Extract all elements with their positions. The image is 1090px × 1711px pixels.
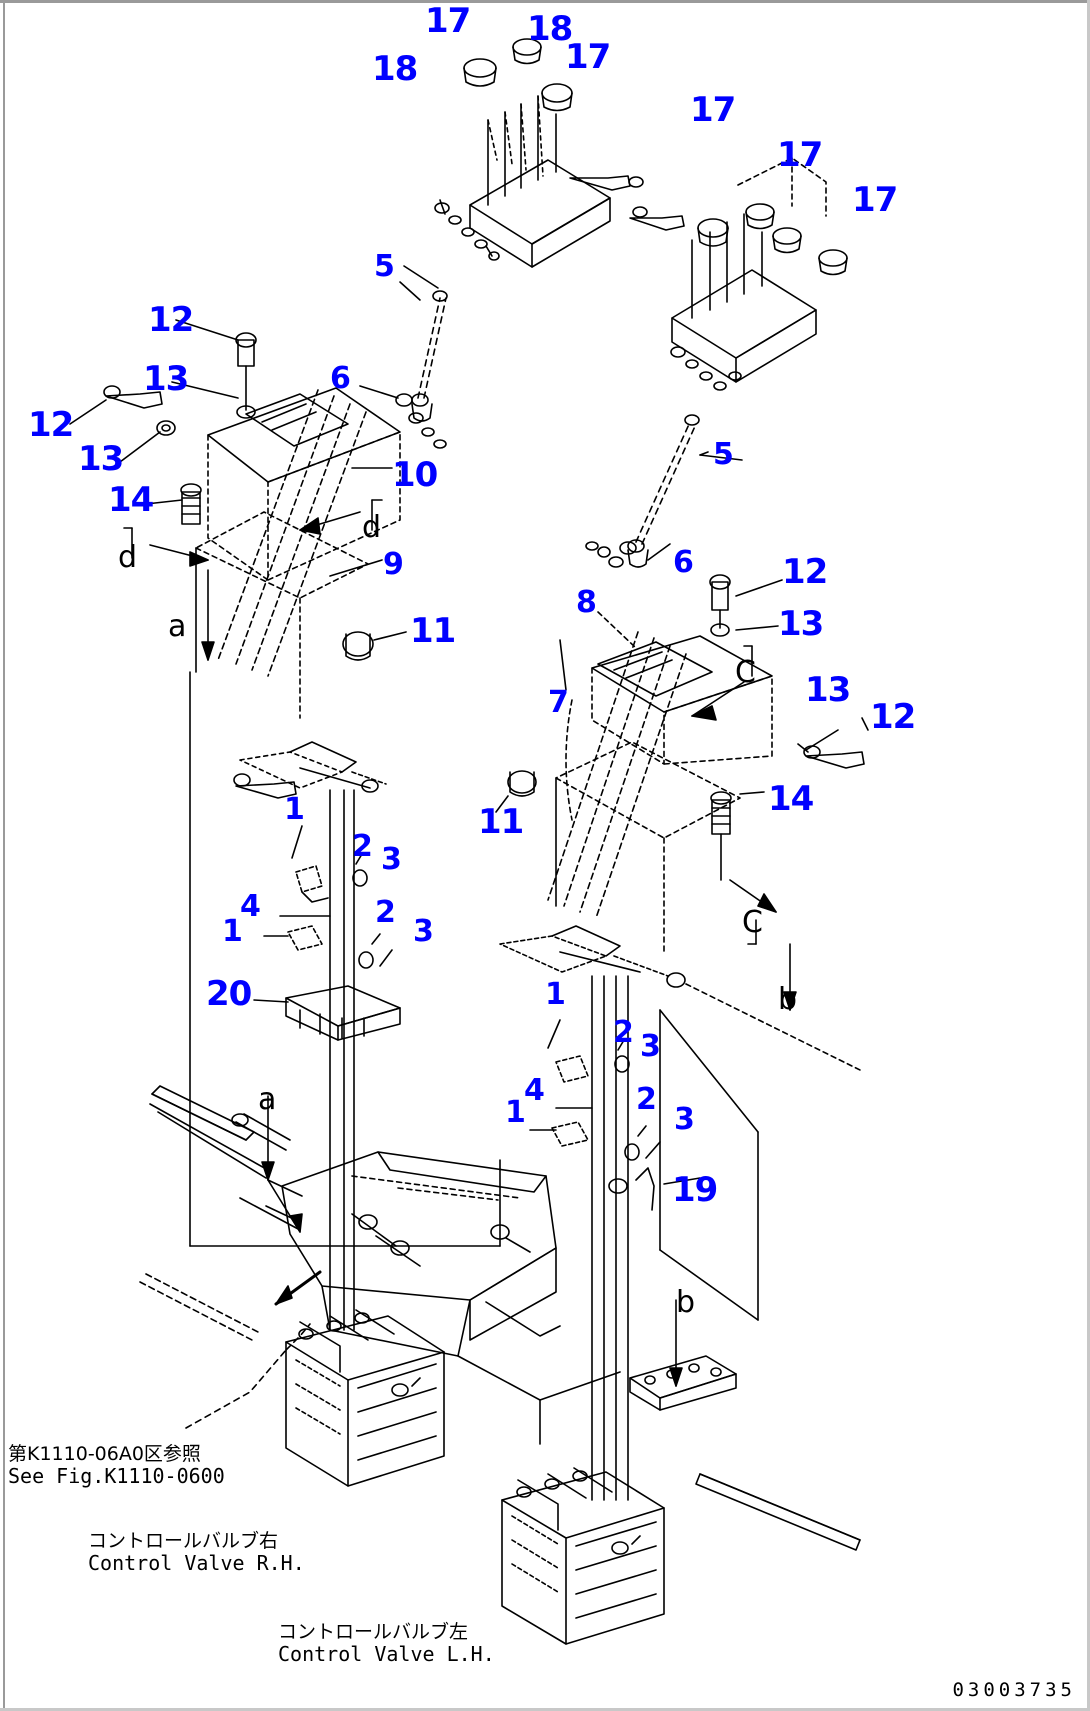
- callout-number: 2: [613, 1015, 634, 1050]
- callout-number: 5: [374, 249, 395, 284]
- pilot-valve-assembly-upper-right: [630, 158, 847, 390]
- callout-number: 20: [206, 974, 252, 1014]
- control-rod-right: [628, 415, 742, 567]
- callout-number: 1: [284, 792, 305, 827]
- machine-frame: [150, 1086, 860, 1550]
- caption-japanese: コントロールバルブ右: [88, 1530, 279, 1552]
- console-boot-right: [496, 542, 868, 1010]
- callout-number: 2: [352, 829, 373, 864]
- callout-number: 12: [782, 552, 828, 592]
- callout-number: 18: [527, 9, 573, 49]
- section-marker: a: [258, 1082, 277, 1117]
- caption-english: Control Valve L.H.: [278, 1642, 495, 1667]
- callout-number: 13: [805, 670, 851, 710]
- callout-number: 2: [375, 895, 396, 930]
- callout-number: 13: [778, 604, 824, 644]
- callout-number: 3: [381, 842, 402, 877]
- bracket-plate-right: [630, 1356, 736, 1410]
- callout-number: 5: [713, 437, 734, 472]
- callout-number: 3: [640, 1029, 661, 1064]
- callout-number: 19: [672, 1170, 718, 1210]
- callout-number: 18: [372, 49, 418, 89]
- section-marker: C: [742, 905, 763, 940]
- section-marker: d: [118, 540, 138, 575]
- callout-number: 17: [565, 37, 611, 77]
- callout-number: 13: [78, 439, 124, 479]
- console-boot-left: [70, 320, 446, 718]
- pilot-valve-assembly-upper-left: [435, 39, 643, 267]
- callout-number: 11: [478, 802, 524, 842]
- callout-number: 1: [222, 914, 243, 949]
- section-marker: d: [362, 510, 382, 545]
- callout-number: 4: [524, 1073, 545, 1108]
- control-valve-rh-body: [286, 1310, 444, 1486]
- drawing-number: 03003735: [952, 1679, 1076, 1701]
- callout-number: 6: [330, 361, 351, 396]
- caption-english: Control Valve R.H.: [88, 1551, 305, 1576]
- callout-number: 12: [148, 300, 194, 340]
- section-marker: C: [735, 655, 756, 690]
- caption-japanese: 第K1110-06A0区参照: [8, 1443, 201, 1465]
- callout-number: 17: [690, 90, 736, 130]
- sheet-border-right: [1087, 0, 1090, 1711]
- callout-number: 8: [576, 585, 597, 620]
- callout-number: 1: [545, 977, 566, 1012]
- callout-number: 13: [143, 359, 189, 399]
- section-marker: a: [168, 609, 187, 644]
- callout-number: 17: [425, 1, 471, 41]
- section-marker: b: [778, 982, 798, 1017]
- section-marker: b: [676, 1285, 696, 1320]
- callout-number: 1: [505, 1095, 526, 1130]
- callout-number: 17: [852, 180, 898, 220]
- control-rod-left: [400, 266, 447, 421]
- callout-number: 10: [392, 455, 438, 495]
- callout-number: 4: [240, 889, 261, 924]
- control-valve-lh-body: [502, 1468, 664, 1644]
- callout-number: 12: [28, 405, 74, 445]
- callout-number: 11: [410, 611, 456, 651]
- linkage-right-lower: [500, 926, 860, 1500]
- callout-number: 14: [108, 480, 154, 520]
- sheet-border-top: [0, 0, 1090, 3]
- callout-number: 7: [548, 685, 569, 720]
- callout-number: 2: [636, 1082, 657, 1117]
- sheet-border-left: [3, 0, 5, 1711]
- callout-number: 9: [383, 547, 404, 582]
- caption-english: See Fig.K1110-0600: [8, 1464, 225, 1489]
- sheet-border-bottom: [0, 1708, 1090, 1711]
- callout-number: 3: [413, 914, 434, 949]
- callout-number: 6: [673, 545, 694, 580]
- callout-number: 14: [768, 779, 814, 819]
- callout-number: 17: [777, 135, 823, 175]
- callout-number: 12: [870, 697, 916, 737]
- caption-japanese: コントロールバルブ左: [278, 1621, 469, 1643]
- callout-number: 3: [674, 1102, 695, 1137]
